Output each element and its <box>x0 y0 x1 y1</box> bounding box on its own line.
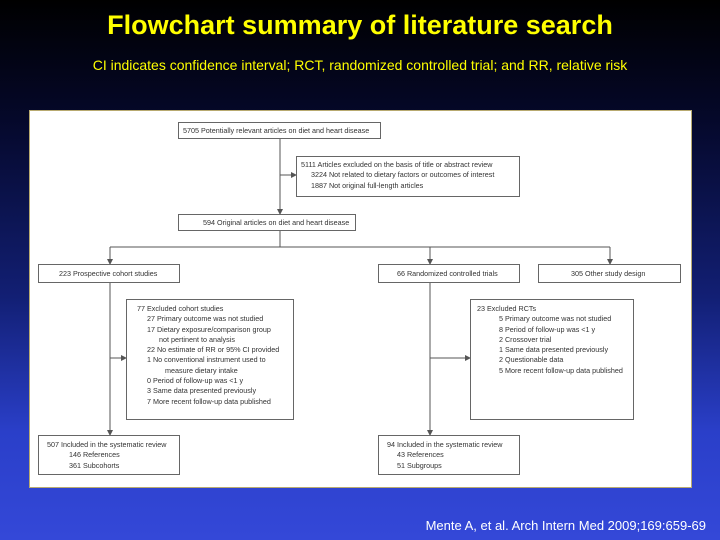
box-text: 594 Original articles on diet and heart … <box>203 218 350 227</box>
box-text: 66 Randomized controlled trials <box>397 269 498 278</box>
excluded-reason: 22 No estimate of RR or 95% CI provided <box>147 345 280 355</box>
excluded-head: 5111 Articles excluded on the basis of t… <box>301 160 493 169</box>
excluded-reason: 1 No conventional instrument used to <box>147 355 266 365</box>
box-other-design: 305 Other study design <box>538 264 681 283</box>
box-excluded-title-abstract: 5111 Articles excluded on the basis of t… <box>296 156 520 197</box>
excluded-reason: 0 Period of follow-up was <1 y <box>147 376 244 386</box>
box-text: 223 Prospective cohort studies <box>59 269 158 278</box>
excluded-reason: 8 Period of follow-up was <1 y <box>499 324 596 334</box>
slide-title: Flowchart summary of literature search <box>107 10 613 40</box>
excluded-reason: not pertinent to analysis <box>159 334 235 344</box>
box-included-rct: 94 Included in the systematic review 43 … <box>378 435 520 475</box>
included-head: 507 Included in the systematic review <box>47 440 167 449</box>
included-detail: 146 References <box>69 450 120 460</box>
box-text: 5705 Potentially relevant articles on di… <box>183 126 370 135</box>
box-excluded-cohort: 77 Excluded cohort studies 27 Primary ou… <box>126 299 294 420</box>
excluded-reason: 2 Questionable data <box>499 355 564 365</box>
slide-subtitle: CI indicates confidence interval; RCT, r… <box>92 57 628 73</box>
citation: Mente A, et al. Arch Intern Med 2009;169… <box>425 518 706 533</box>
excluded-reason: 1887 Not original full-length articles <box>311 180 424 190</box>
excluded-reason: 27 Primary outcome was not studied <box>147 314 264 324</box>
box-rct: 66 Randomized controlled trials <box>378 264 520 283</box>
box-original-articles: 594 Original articles on diet and heart … <box>178 214 356 231</box>
excluded-reason: 5 Primary outcome was not studied <box>499 314 612 324</box>
excluded-reason: measure dietary intake <box>165 365 238 375</box>
excluded-reason: 2 Crossover trial <box>499 334 552 344</box>
excluded-reason: 3 Same data presented previously <box>147 386 257 396</box>
included-detail: 43 References <box>397 450 444 460</box>
excluded-reason: 17 Dietary exposure/comparison group <box>147 324 271 334</box>
box-potentially-relevant: 5705 Potentially relevant articles on di… <box>178 122 381 139</box>
excluded-reason: 3224 Not related to dietary factors or o… <box>311 170 495 180</box>
box-text: 305 Other study design <box>571 269 646 278</box>
box-included-cohort: 507 Included in the systematic review 14… <box>38 435 180 475</box>
excluded-reason: 5 More recent follow-up data published <box>499 365 623 375</box>
included-head: 94 Included in the systematic review <box>387 440 503 449</box>
box-excluded-rct: 23 Excluded RCTs 5 Primary outcome was n… <box>470 299 634 420</box>
excluded-head: 77 Excluded cohort studies <box>137 304 224 313</box>
excluded-head: 23 Excluded RCTs <box>477 304 537 313</box>
excluded-reason: 7 More recent follow-up data published <box>147 396 271 406</box>
included-detail: 361 Subcohorts <box>69 460 120 470</box>
excluded-reason: 1 Same data presented previously <box>499 345 609 355</box>
included-detail: 51 Subgroups <box>397 460 442 470</box>
box-cohort-studies: 223 Prospective cohort studies <box>38 264 180 283</box>
